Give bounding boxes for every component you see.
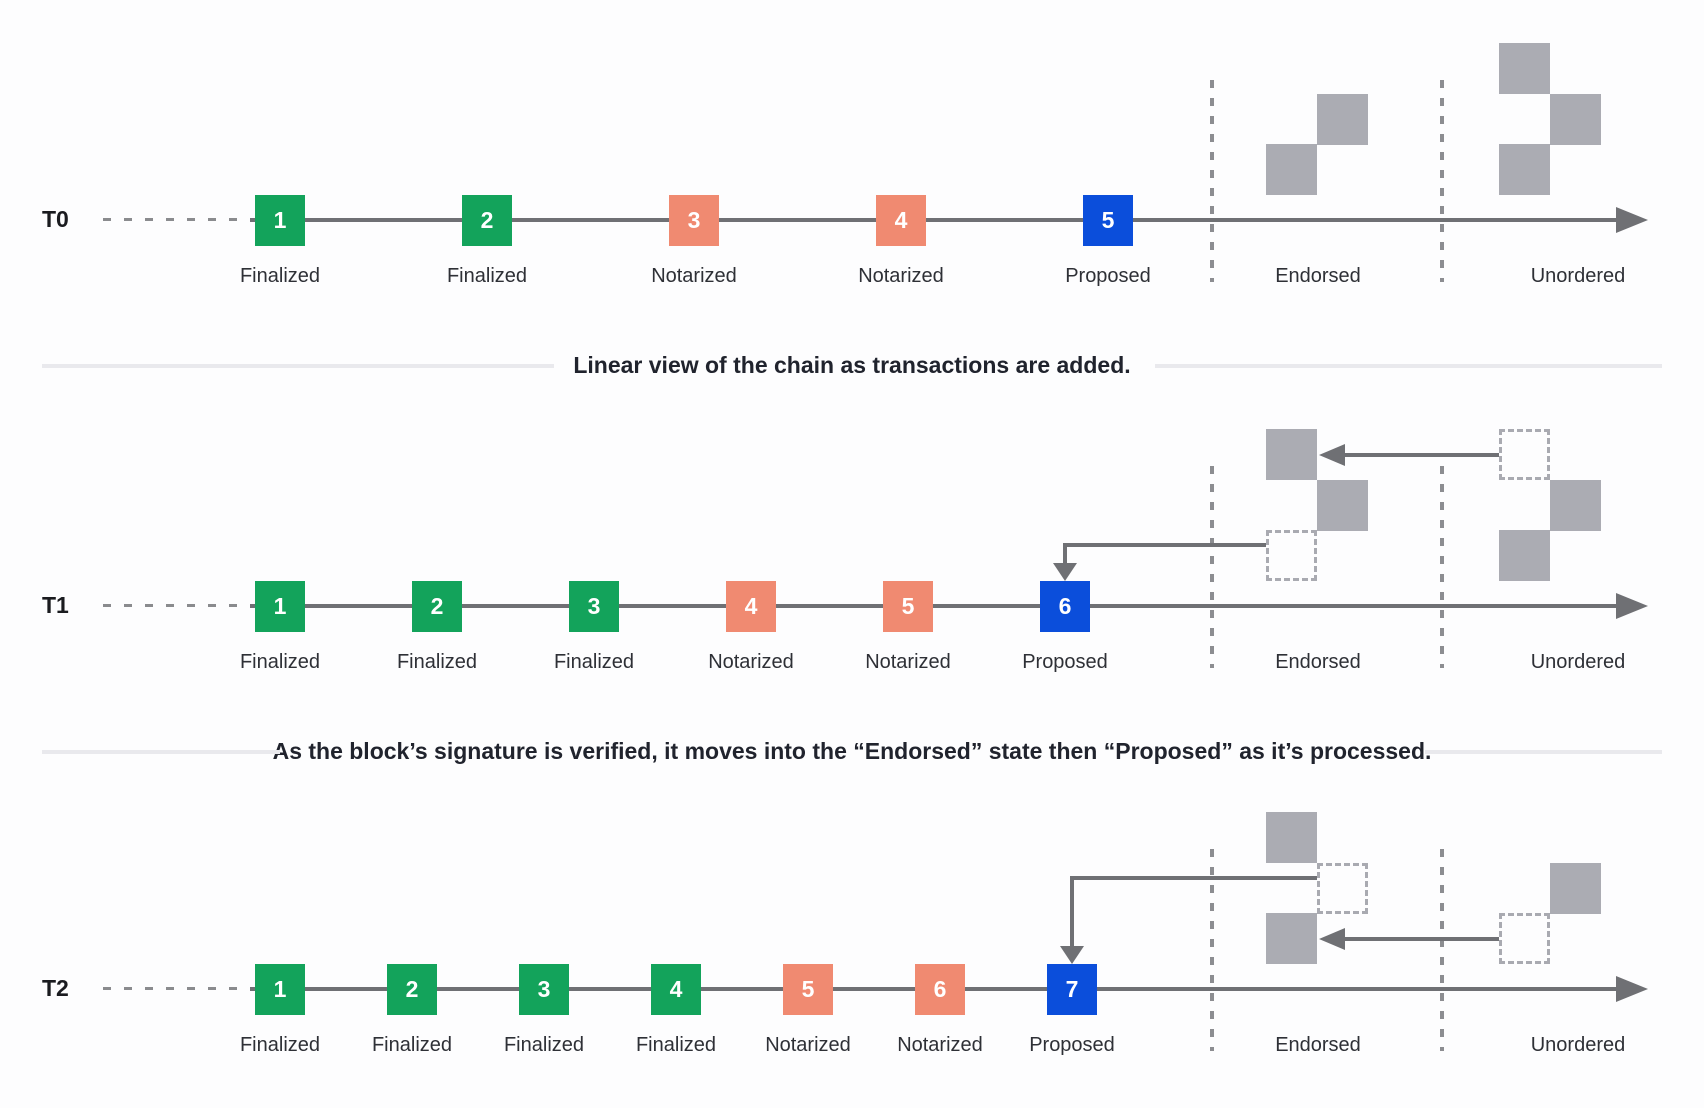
timeline-arrowhead-icon bbox=[1616, 593, 1648, 619]
zone-label-unordered: Unordered bbox=[1530, 1034, 1626, 1056]
timeline-line bbox=[250, 604, 1616, 608]
endorsed-square-solid bbox=[1266, 144, 1317, 195]
block-state-label: Proposed bbox=[1029, 1034, 1115, 1056]
block-state-label: Finalized bbox=[239, 1034, 321, 1056]
timeline-leader-dashes bbox=[103, 218, 250, 221]
block-state-label: Notarized bbox=[897, 1034, 983, 1056]
block-state-label: Notarized bbox=[765, 1034, 851, 1056]
zone-divider-dashed bbox=[1210, 466, 1214, 668]
arrow-line bbox=[1070, 875, 1317, 880]
chain-block-notarized: 5 bbox=[783, 963, 833, 1015]
zone-label-endorsed: Endorsed bbox=[1275, 651, 1361, 673]
caption-endorsed-proposed: As the block’s signature is verified, it… bbox=[272, 738, 1432, 764]
block-state-label: Notarized bbox=[858, 265, 944, 287]
chain-block-proposed: 6 bbox=[1040, 580, 1090, 632]
arrow-line bbox=[1345, 936, 1499, 941]
unordered-square-solid bbox=[1499, 43, 1550, 94]
caption-linear-view: Linear view of the chain as transactions… bbox=[573, 352, 1131, 378]
timeline-leader-dashes bbox=[103, 604, 250, 607]
zone-label-unordered: Unordered bbox=[1530, 651, 1626, 673]
chain-block-finalized: 4 bbox=[651, 963, 701, 1015]
block-state-label: Finalized bbox=[371, 1034, 453, 1056]
block-state-label: Finalized bbox=[396, 651, 478, 673]
endorsed-square-solid bbox=[1266, 429, 1317, 480]
arrow-line bbox=[1070, 877, 1074, 947]
zone-divider-dashed bbox=[1440, 849, 1444, 1051]
block-state-label: Finalized bbox=[239, 651, 321, 673]
block-state-label: Proposed bbox=[1022, 651, 1108, 673]
chain-block-notarized: 6 bbox=[915, 963, 965, 1015]
unordered-square-dashed bbox=[1499, 429, 1550, 480]
unordered-square-solid bbox=[1499, 530, 1550, 581]
zone-divider-dashed bbox=[1440, 80, 1444, 282]
block-state-label: Finalized bbox=[446, 265, 528, 287]
unordered-square-dashed bbox=[1499, 913, 1550, 964]
timeline-leader-dashes bbox=[103, 987, 250, 990]
block-state-label: Finalized bbox=[635, 1034, 717, 1056]
unordered-square-solid bbox=[1550, 862, 1601, 914]
block-state-label: Notarized bbox=[708, 651, 794, 673]
chain-block-finalized: 3 bbox=[569, 580, 619, 632]
block-state-label: Finalized bbox=[239, 265, 321, 287]
arrow-down-icon bbox=[1060, 945, 1084, 964]
block-state-label: Notarized bbox=[651, 265, 737, 287]
zone-label-unordered: Unordered bbox=[1530, 265, 1626, 287]
block-state-label: Notarized bbox=[865, 651, 951, 673]
timeline-line bbox=[250, 218, 1616, 222]
arrow-left-icon bbox=[1319, 927, 1345, 950]
chain-block-proposed: 7 bbox=[1047, 963, 1097, 1015]
chain-block-finalized: 2 bbox=[462, 194, 512, 246]
endorsed-square-dashed bbox=[1266, 530, 1317, 581]
chain-block-notarized: 4 bbox=[876, 194, 926, 246]
endorsed-square-solid bbox=[1266, 913, 1317, 964]
chain-block-finalized: 1 bbox=[255, 194, 305, 246]
unordered-square-solid bbox=[1499, 144, 1550, 195]
block-state-label: Finalized bbox=[503, 1034, 585, 1056]
endorsed-square-solid bbox=[1266, 812, 1317, 863]
chain-block-finalized: 1 bbox=[255, 963, 305, 1015]
time-label: T1 bbox=[42, 592, 69, 618]
time-label: T0 bbox=[42, 206, 69, 232]
arrow-line bbox=[1063, 543, 1266, 547]
endorsed-square-dashed bbox=[1317, 862, 1368, 914]
chain-block-notarized: 5 bbox=[883, 580, 933, 632]
caption-rule bbox=[42, 750, 280, 754]
timeline-arrowhead-icon bbox=[1616, 207, 1648, 233]
chain-block-notarized: 4 bbox=[726, 580, 776, 632]
time-label: T2 bbox=[42, 975, 69, 1001]
chain-block-finalized: 2 bbox=[412, 580, 462, 632]
arrow-line bbox=[1345, 452, 1499, 457]
zone-label-endorsed: Endorsed bbox=[1275, 1034, 1361, 1056]
unordered-square-solid bbox=[1550, 93, 1601, 145]
unordered-square-solid bbox=[1550, 479, 1601, 531]
caption-rule bbox=[1155, 364, 1662, 368]
block-state-label: Proposed bbox=[1065, 265, 1151, 287]
endorsed-square-solid bbox=[1317, 479, 1368, 531]
chain-block-notarized: 3 bbox=[669, 194, 719, 246]
caption-rule bbox=[1425, 750, 1662, 754]
zone-divider-dashed bbox=[1210, 80, 1214, 282]
endorsed-square-solid bbox=[1317, 93, 1368, 145]
zone-divider-dashed bbox=[1440, 466, 1444, 668]
arrow-down-icon bbox=[1053, 562, 1077, 581]
caption-rule bbox=[42, 364, 554, 368]
chain-block-finalized: 1 bbox=[255, 580, 305, 632]
zone-divider-dashed bbox=[1210, 849, 1214, 1051]
arrow-left-icon bbox=[1319, 443, 1345, 466]
chain-block-finalized: 2 bbox=[387, 963, 437, 1015]
zone-label-endorsed: Endorsed bbox=[1275, 265, 1361, 287]
timeline-arrowhead-icon bbox=[1616, 976, 1648, 1002]
chain-block-finalized: 3 bbox=[519, 963, 569, 1015]
chain-block-proposed: 5 bbox=[1083, 194, 1133, 246]
block-state-label: Finalized bbox=[553, 651, 635, 673]
arrow-line bbox=[1063, 545, 1067, 564]
